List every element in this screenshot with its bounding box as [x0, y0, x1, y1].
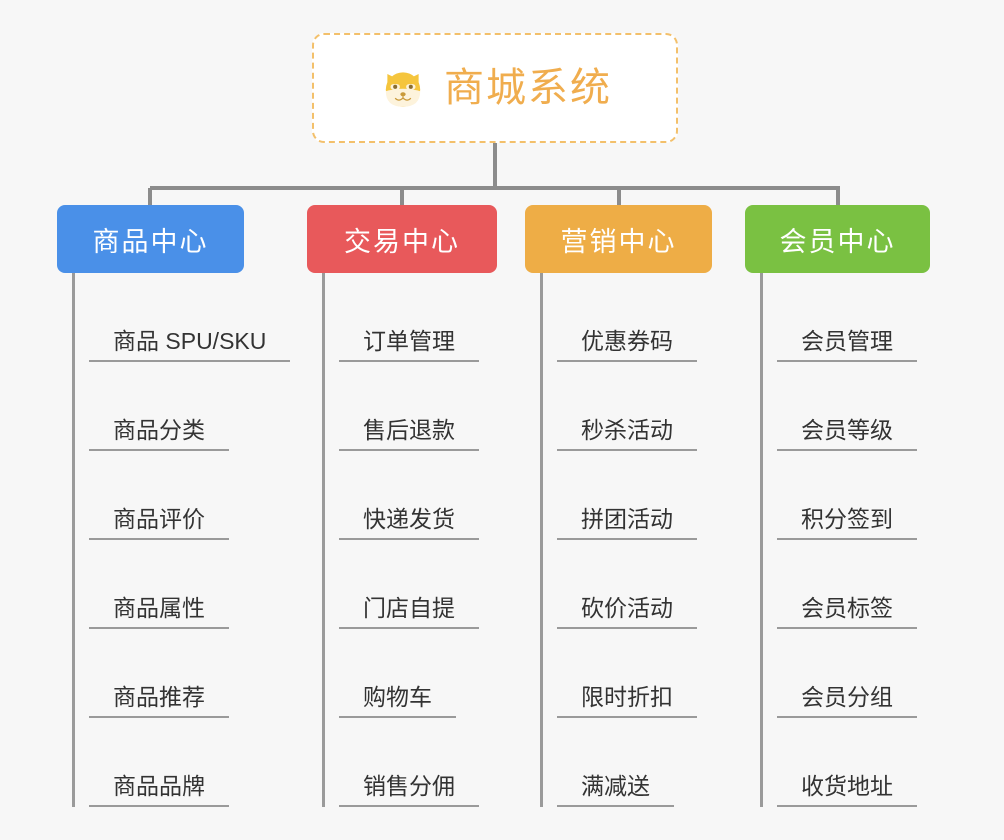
leaf-label: 会员管理 [801, 327, 893, 354]
branch-column-trade-center: 交易中心 订单管理 售后退款 快递发货 门店自提 购物车 销售分佣 [307, 205, 497, 807]
leaf-label: 商品分类 [113, 416, 205, 443]
leaf-item[interactable]: 购物车 [339, 629, 497, 718]
leaf-item[interactable]: 商品品牌 [89, 718, 290, 807]
leaf-item[interactable]: 限时折扣 [557, 629, 712, 718]
branch-head-product-center[interactable]: 商品中心 [57, 205, 244, 273]
leaf-label: 快递发货 [363, 505, 455, 532]
leaf-label: 商品推荐 [113, 683, 205, 710]
leaf-label: 拼团活动 [581, 505, 673, 532]
leaf-label: 积分签到 [801, 505, 893, 532]
leaf-list-marketing-center: 优惠券码 秒杀活动 拼团活动 砍价活动 限时折扣 满减送 [540, 273, 712, 807]
leaf-label: 销售分佣 [363, 772, 455, 799]
leaf-item[interactable]: 商品分类 [89, 362, 290, 451]
leaf-label: 售后退款 [363, 416, 455, 443]
leaf-label: 优惠券码 [581, 327, 673, 354]
leaf-item[interactable]: 订单管理 [339, 273, 497, 362]
leaf-label: 商品属性 [113, 594, 205, 621]
leaf-list-member-center: 会员管理 会员等级 积分签到 会员标签 会员分组 收货地址 [760, 273, 930, 807]
leaf-label: 门店自提 [363, 594, 455, 621]
leaf-item[interactable]: 积分签到 [777, 451, 930, 540]
branch-column-product-center: 商品中心 商品 SPU/SKU 商品分类 商品评价 商品属性 商品推荐 商品品牌 [57, 205, 291, 807]
leaf-item[interactable]: 会员管理 [777, 273, 930, 362]
leaf-item[interactable]: 会员分组 [777, 629, 930, 718]
branch-head-label: 会员中心 [779, 226, 896, 257]
leaf-label: 订单管理 [363, 327, 455, 354]
leaf-item[interactable]: 商品属性 [89, 540, 290, 629]
leaf-label: 购物车 [363, 683, 432, 710]
leaf-list-product-center: 商品 SPU/SKU 商品分类 商品评价 商品属性 商品推荐 商品品牌 [72, 273, 291, 807]
leaf-item[interactable]: 售后退款 [339, 362, 497, 451]
leaf-label: 限时折扣 [581, 683, 673, 710]
leaf-item[interactable]: 门店自提 [339, 540, 497, 629]
leaf-label: 砍价活动 [581, 594, 673, 621]
leaf-item[interactable]: 会员标签 [777, 540, 930, 629]
branch-head-member-center[interactable]: 会员中心 [745, 205, 930, 273]
leaf-label: 会员标签 [801, 594, 893, 621]
root-node[interactable]: 商城系统 [312, 33, 678, 143]
leaf-item[interactable]: 优惠券码 [557, 273, 712, 362]
branch-head-label: 营销中心 [560, 226, 677, 257]
leaf-item[interactable]: 秒杀活动 [557, 362, 712, 451]
branch-head-label: 商品中心 [92, 226, 209, 257]
branch-head-trade-center[interactable]: 交易中心 [307, 205, 497, 273]
leaf-label: 满减送 [581, 772, 650, 799]
leaf-item[interactable]: 商品 SPU/SKU [89, 273, 291, 362]
branch-head-label: 交易中心 [344, 226, 460, 257]
leaf-label: 会员分组 [801, 683, 893, 710]
shiba-dog-face-icon [385, 72, 421, 107]
leaf-item[interactable]: 销售分佣 [339, 718, 497, 807]
branch-head-marketing-center[interactable]: 营销中心 [525, 205, 712, 273]
leaf-item[interactable]: 快递发货 [339, 451, 497, 540]
branch-column-marketing-center: 营销中心 优惠券码 秒杀活动 拼团活动 砍价活动 限时折扣 满减送 [525, 205, 712, 807]
leaf-item[interactable]: 会员等级 [777, 362, 930, 451]
leaf-item[interactable]: 商品推荐 [89, 629, 290, 718]
root-title: 商城系统 [444, 66, 612, 110]
leaf-label: 商品品牌 [113, 772, 205, 799]
leaf-item[interactable]: 砍价活动 [557, 540, 712, 629]
branch-column-member-center: 会员中心 会员管理 会员等级 积分签到 会员标签 会员分组 收货地址 [745, 205, 930, 807]
leaf-label: 收货地址 [801, 772, 893, 799]
leaf-label: 商品评价 [113, 505, 205, 532]
leaf-item[interactable]: 商品评价 [89, 451, 290, 540]
leaf-label: 秒杀活动 [581, 416, 673, 443]
leaf-label: 商品 SPU/SKU [113, 327, 267, 354]
leaf-item[interactable]: 拼团活动 [557, 451, 712, 540]
leaf-label: 会员等级 [801, 416, 893, 443]
leaf-item[interactable]: 收货地址 [777, 718, 930, 807]
leaf-list-trade-center: 订单管理 售后退款 快递发货 门店自提 购物车 销售分佣 [322, 273, 497, 807]
leaf-item[interactable]: 满减送 [557, 718, 712, 807]
